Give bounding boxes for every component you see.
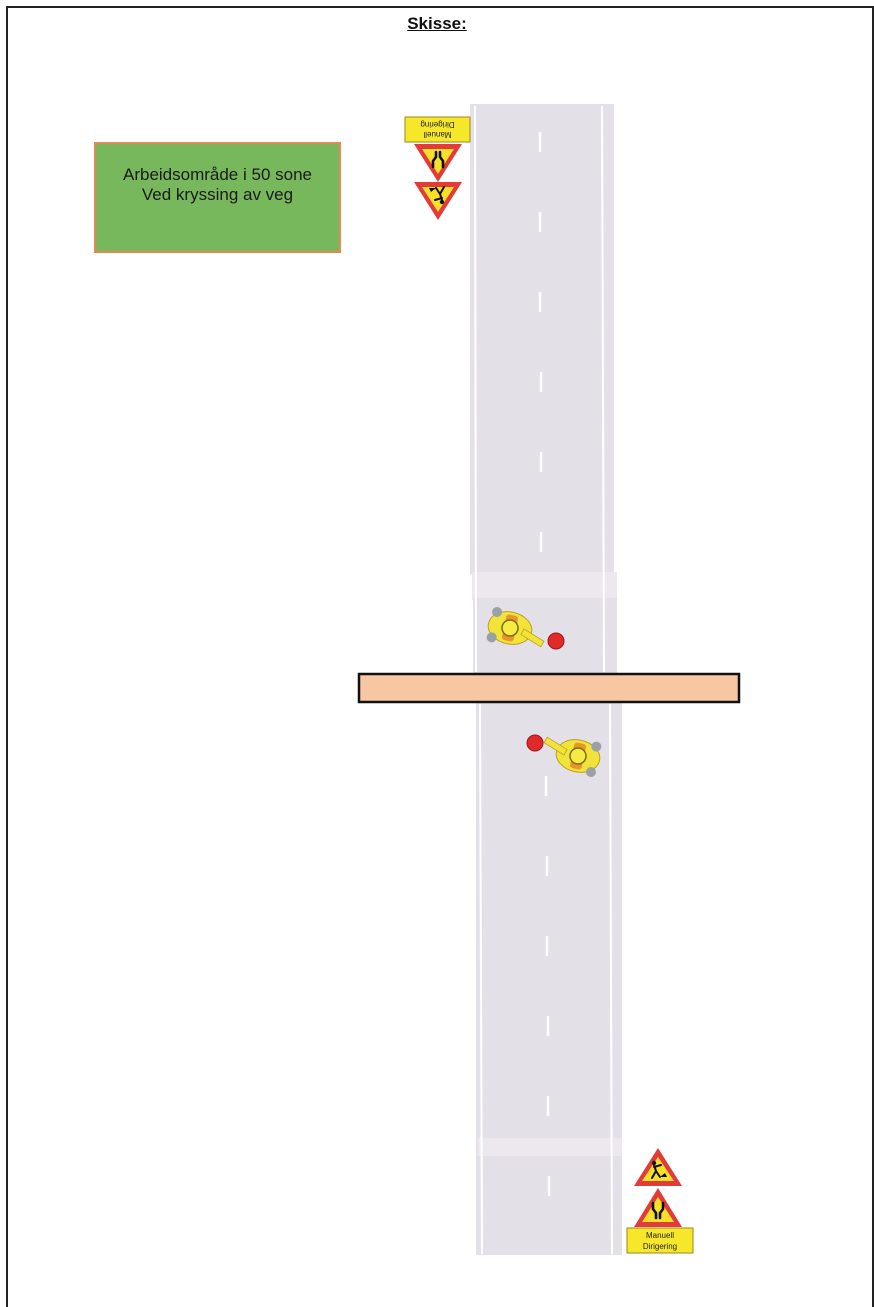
road-surface-north — [470, 104, 614, 574]
road-surface-junction — [472, 572, 617, 600]
south-sign-group: Manuell Dirigering — [627, 1148, 693, 1253]
road-work-sign-north — [414, 182, 462, 220]
stop-paddle-south — [527, 735, 543, 751]
sign-plate-south-line-2: Dirigering — [643, 1242, 677, 1251]
sign-plate-south-line-1: Manuell — [646, 1231, 674, 1240]
road-surface-south — [476, 702, 622, 1255]
road-surface-junction-south — [478, 1138, 622, 1156]
road-narrows-sign-south — [634, 1188, 682, 1227]
road-narrows-sign-north — [414, 144, 462, 182]
north-sign-group: Manuell Dirigering — [405, 117, 470, 220]
crossing-work-area — [359, 674, 739, 702]
stop-paddle-north — [548, 633, 564, 649]
sign-plate-north-line-1: Manuell — [423, 130, 451, 139]
sign-plate-north-line-2: Dirigering — [420, 120, 454, 129]
road-work-sign-south — [634, 1148, 682, 1186]
road-edge-left-north — [475, 106, 476, 672]
